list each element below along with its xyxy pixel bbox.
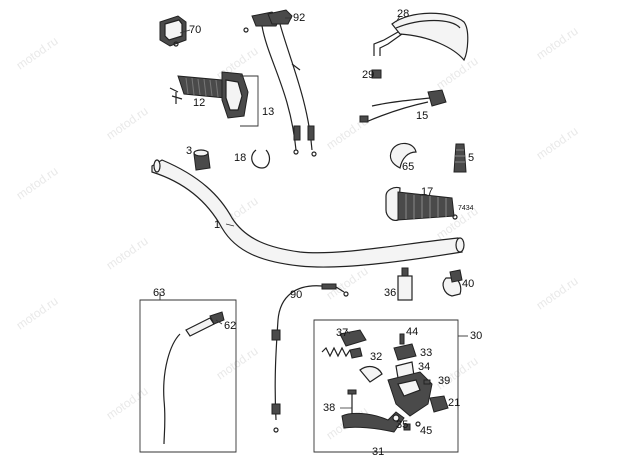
watermark-1: motod.ru [14, 34, 61, 73]
label-40: 40 [462, 278, 474, 290]
watermark-6: motod.ru [104, 384, 151, 423]
label-36: 36 [384, 287, 396, 299]
watermark-4: motod.ru [104, 104, 151, 143]
watermark-2: motod.ru [14, 164, 61, 203]
label-28: 28 [397, 8, 409, 20]
bracket-13 [240, 75, 259, 127]
watermark-3: motod.ru [14, 294, 61, 333]
part-33-clamp-block [393, 343, 417, 361]
label-29: 29 [362, 69, 374, 81]
label-30: 30 [470, 330, 482, 342]
label-7434: 7434 [458, 205, 474, 212]
watermark-16: motod.ru [534, 124, 581, 163]
watermark-9: motod.ru [214, 344, 261, 383]
part-36-fluid-bottle [397, 267, 413, 301]
part-70-throttle-cap [159, 15, 191, 47]
label-18: 18 [234, 152, 246, 164]
label-70: 70 [189, 24, 201, 36]
part-29-nut [371, 69, 382, 79]
watermark-17: motod.ru [534, 274, 581, 313]
part-lever-body [359, 365, 433, 417]
label-12: 12 [193, 97, 205, 109]
watermark-13: motod.ru [434, 54, 481, 93]
label-32: 32 [370, 351, 382, 363]
label-37: 37 [336, 327, 348, 339]
part-35-nut [403, 423, 411, 431]
label-65: 65 [402, 161, 414, 173]
label-92: 92 [293, 12, 305, 24]
part-15-kill-switch [359, 89, 447, 123]
label-63: 63 [153, 287, 165, 299]
part-12-throttle-grip [169, 71, 249, 119]
label-31: 31 [372, 446, 384, 458]
part-28-mirror [373, 12, 469, 62]
part-65-grommet [389, 142, 417, 169]
part-18-clip [251, 149, 271, 169]
label-1: 1 [214, 219, 220, 231]
part-21-lever-tip [429, 395, 449, 413]
label-21: 21 [448, 397, 460, 409]
label-39: 39 [438, 375, 450, 387]
label-90: 90 [290, 289, 302, 301]
watermark-18: motod.ru [534, 24, 581, 63]
label-5: 5 [468, 152, 474, 164]
part-44-screw [399, 333, 405, 345]
part-39-pin [423, 379, 431, 385]
box-63 [139, 292, 237, 453]
part-37-adjuster [339, 329, 367, 347]
part-62-hotstart-cable [163, 311, 225, 445]
watermark-11: motod.ru [324, 264, 371, 303]
label-34: 34 [418, 361, 430, 373]
part-90-clutch-cable [271, 283, 349, 433]
part-31-lever [341, 411, 405, 433]
part-40-clamp [442, 269, 463, 297]
box-30 [313, 319, 468, 453]
label-38: 38 [323, 402, 335, 414]
label-35: 35 [396, 419, 408, 431]
part-92-throttle-cables [243, 9, 317, 157]
part-1-handlebar [151, 159, 465, 268]
watermark-5: motod.ru [104, 234, 151, 273]
label-33: 33 [420, 347, 432, 359]
part-45-washer [415, 421, 421, 427]
watermark-layer: motod.ru motod.ru motod.ru motod.ru moto… [14, 24, 581, 443]
label-15: 15 [416, 110, 428, 122]
label-17: 17 [421, 186, 433, 198]
part-3-bushing [193, 149, 211, 171]
label-44: 44 [406, 326, 418, 338]
part-17-left-grip [385, 186, 455, 221]
label-13: 13 [262, 106, 274, 118]
part-5-fitting [453, 143, 467, 173]
label-3: 3 [186, 145, 192, 157]
part-32-spring [321, 346, 363, 359]
label-45: 45 [420, 425, 432, 437]
part-7434-bolt [452, 214, 458, 220]
label-62: 62 [224, 320, 236, 332]
